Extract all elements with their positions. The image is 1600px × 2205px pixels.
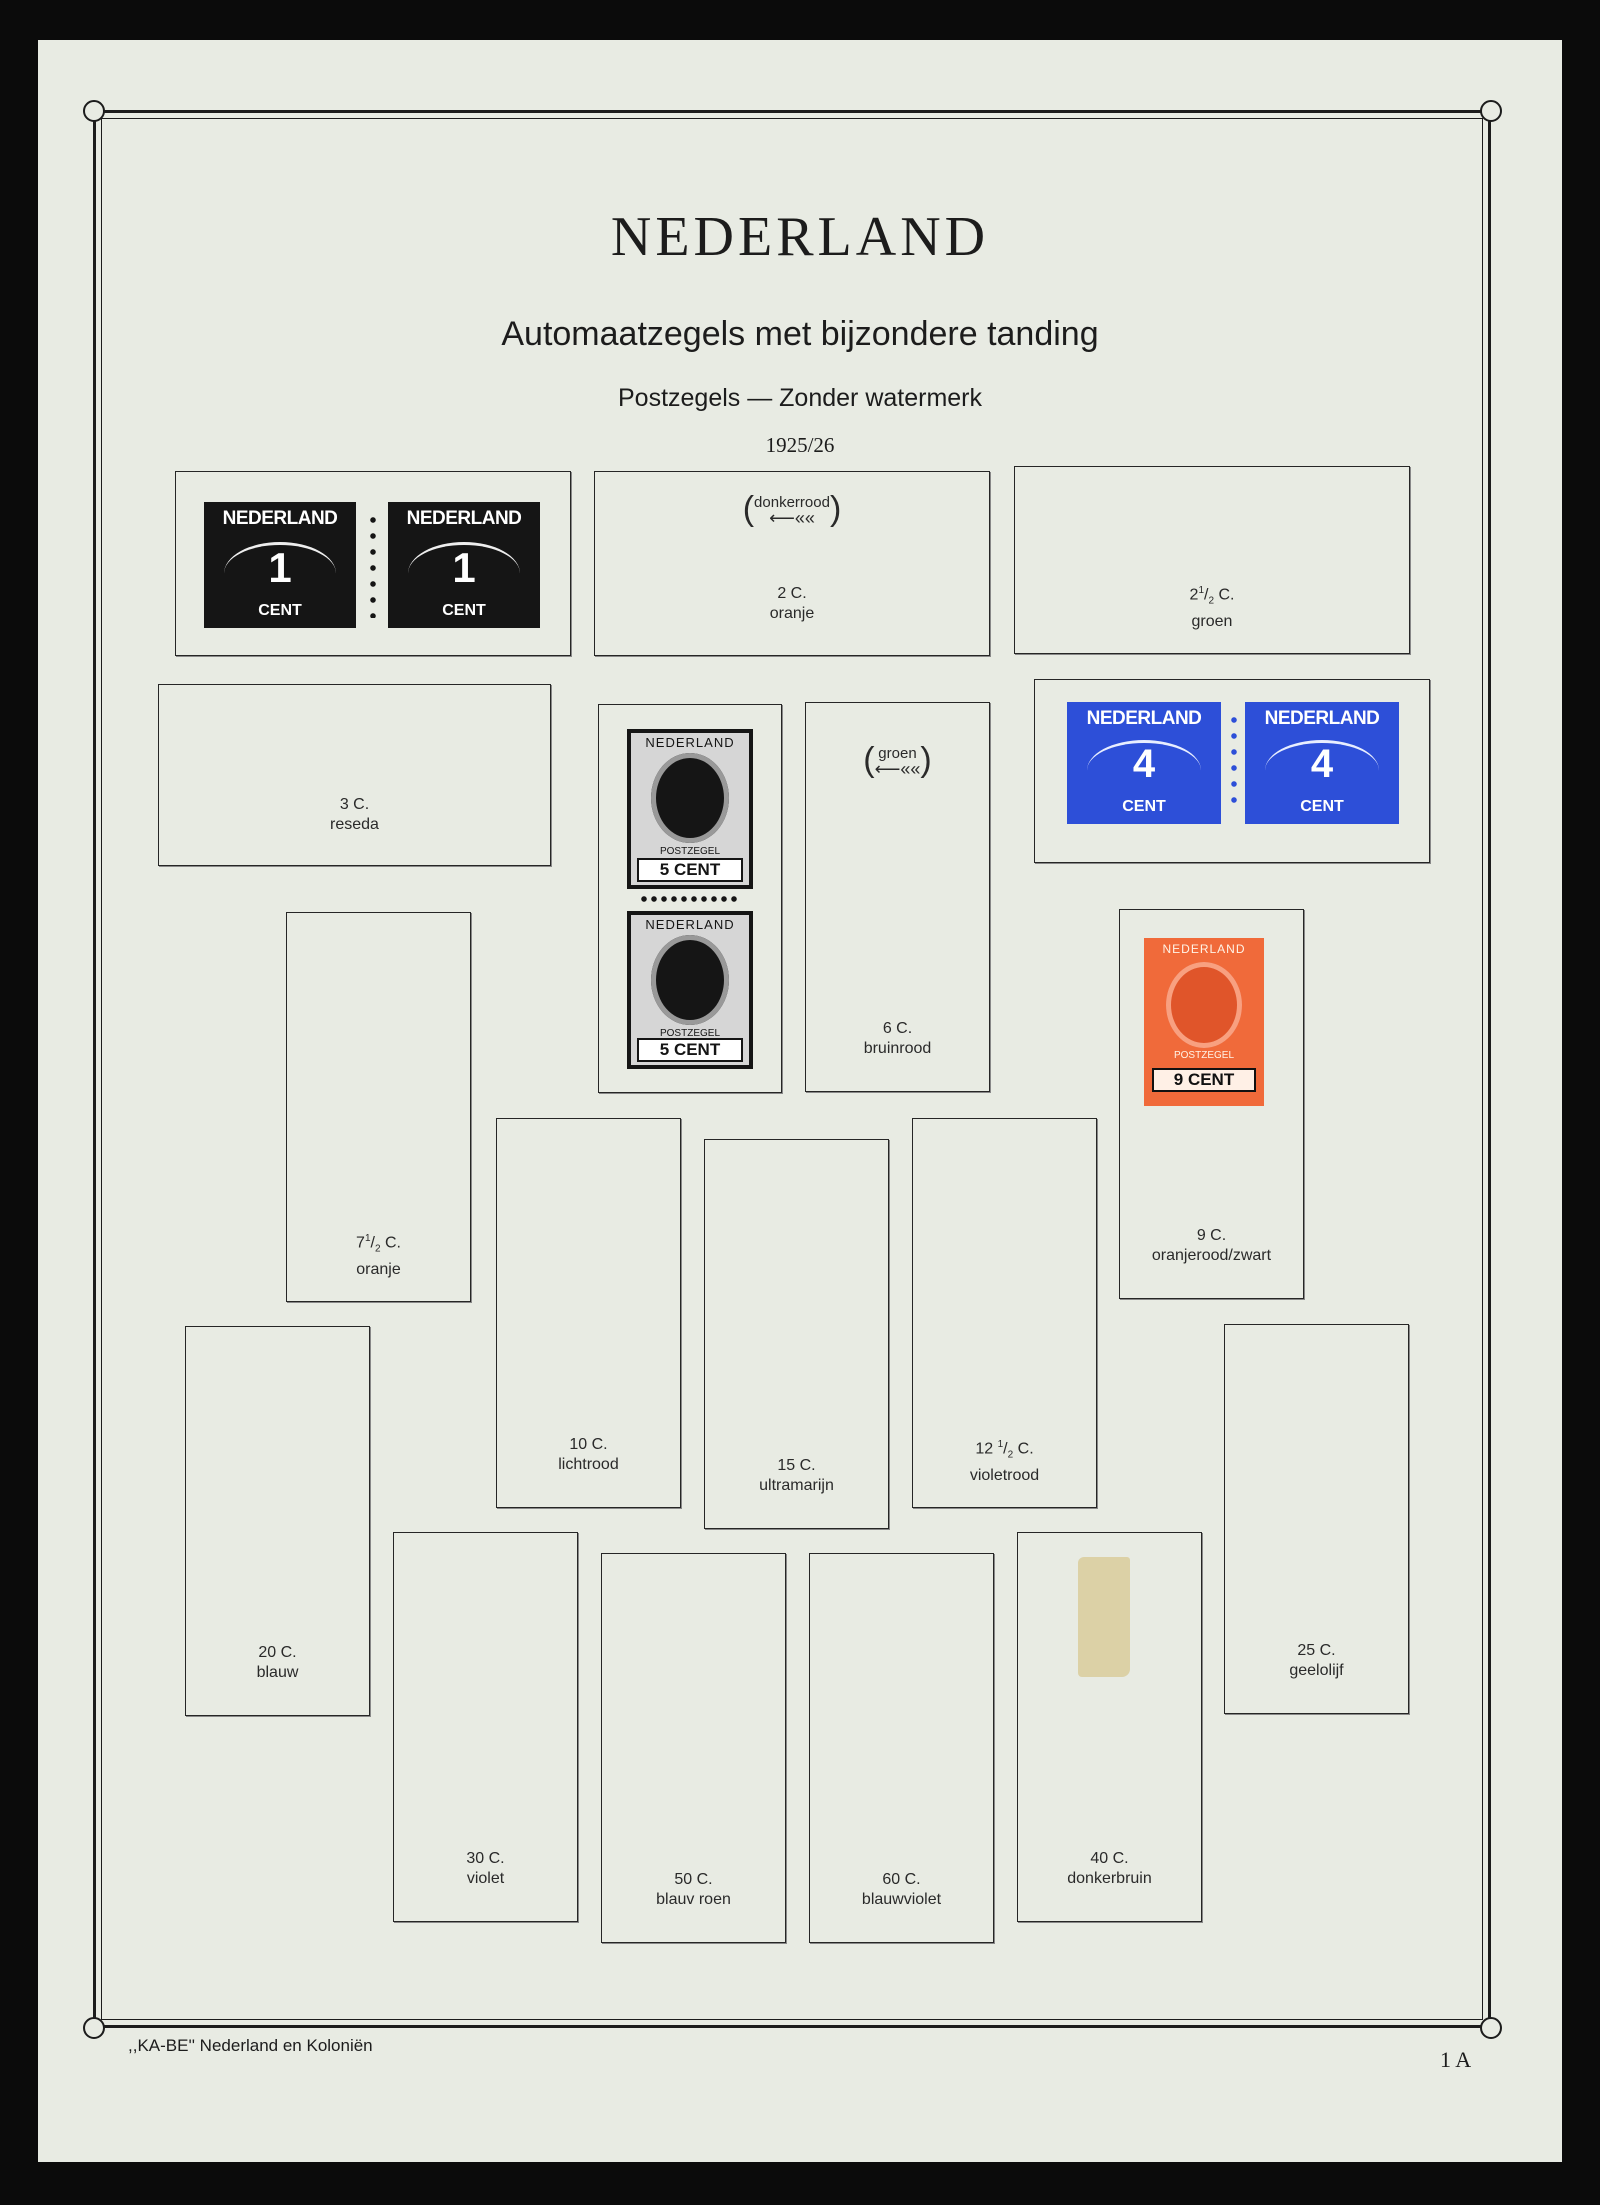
slot-value: 2 C. [777, 585, 807, 602]
stamp-slot-20c[interactable]: 20 C. blauw [185, 1326, 370, 1716]
queen-portrait-icon [651, 935, 729, 1025]
stamp-hinge-remnant [1078, 1557, 1130, 1677]
slot-value: 21/2 C. [1189, 585, 1235, 607]
slot-value: 50 C. [674, 1871, 713, 1888]
slot-value: 3 C. [339, 796, 370, 813]
slot-value: 15 C. [777, 1457, 816, 1474]
slot-value: 6 C. [882, 1020, 913, 1037]
stamp-slot-30c[interactable]: 30 C. violet [393, 1532, 578, 1922]
stamp-9-cent: NEDERLAND POSTZEGEL 9 CENT [1144, 938, 1264, 1106]
arrow-icon: ⟵«« [874, 759, 921, 779]
border-corner-ornament [1480, 100, 1502, 122]
dove-emblem-icon [408, 542, 520, 605]
stamp-slot-6c[interactable]: (groen⟵««) 6 C.bruinrood [805, 702, 990, 1092]
section-subtitle: Postzegels — Zonder watermerk [617, 384, 983, 412]
stamp-slot-5c[interactable]: NEDERLAND POSTZEGEL 5 CENT NEDERLAND POS… [598, 704, 782, 1093]
slot-value: 12 1/2 C. [975, 1439, 1034, 1461]
issue-year: 1925/26 [765, 433, 835, 457]
slot-value: 25 C. [1297, 1642, 1336, 1659]
dove-emblem-icon [1087, 740, 1201, 801]
border-corner-ornament [83, 2017, 105, 2039]
slot-note: groen [878, 745, 917, 762]
stamp-slot-25c[interactable]: 25 C. geelolijf [1224, 1324, 1409, 1714]
page-title: NEDERLAND [610, 206, 990, 268]
queen-portrait-icon [1166, 962, 1242, 1048]
dove-emblem-icon [1265, 740, 1379, 801]
album-footer: ,,KA-BE'' Nederland en Koloniën [128, 2036, 373, 2055]
slot-color: ultramarijn [759, 1477, 834, 1494]
slot-color: geelolijf [1289, 1662, 1344, 1679]
slot-value: 9 C. [1196, 1227, 1227, 1244]
arrow-icon: ⟵«« [769, 508, 815, 528]
dove-emblem-icon [224, 542, 336, 605]
album-page [38, 40, 1562, 2162]
slot-color: blauw [256, 1664, 299, 1681]
stamp-slot-60c[interactable]: 60 C. blauwviolet [809, 1553, 994, 1943]
stamp-slot-12-5c[interactable]: 12 1/2 C. violetrood [912, 1118, 1097, 1508]
stamp-slot-3c[interactable]: 3 C. reseda [158, 684, 551, 866]
stamp-slot-10c[interactable]: 10 C. lichtrood [496, 1118, 681, 1508]
slot-color: oranje [769, 605, 815, 622]
stamp-4-cent: NEDERLAND 4 CENT [1067, 702, 1221, 824]
stamp-slot-50c[interactable]: 50 C. blauv roen [601, 1553, 786, 1943]
slot-value: 10 C. [569, 1436, 608, 1453]
stamp-slot-9c[interactable]: NEDERLAND POSTZEGEL 9 CENT 9 C. oranjeroo… [1119, 909, 1304, 1299]
border-corner-ornament [1480, 2017, 1502, 2039]
slot-color: oranjerood/zwart [1151, 1247, 1272, 1264]
slot-color: oranje [356, 1260, 401, 1278]
perforation-holes [639, 895, 739, 903]
slot-value: 30 C. [466, 1850, 505, 1867]
slot-value: 71/2 C. [356, 1233, 401, 1255]
stamp-slot-1c[interactable]: NEDERLAND 1 CENT NEDERLAND 1 CENT [175, 471, 571, 656]
page-border [93, 110, 1491, 2028]
page-number: 1 A [1440, 2047, 1472, 2072]
slot-color: violetrood [969, 1466, 1040, 1484]
stamp-1-cent: NEDERLAND 1 CENT [204, 502, 356, 628]
stamp-5-cent: NEDERLAND POSTZEGEL 5 CENT [627, 911, 753, 1069]
stamp-5-cent: NEDERLAND POSTZEGEL 5 CENT [627, 729, 753, 889]
slot-color: bruinrood [863, 1040, 932, 1057]
slot-value: 20 C. [258, 1644, 297, 1661]
slot-note: donkerrood [754, 494, 830, 511]
stamp-slot-40c[interactable]: 40 C. donkerbruin [1017, 1532, 1202, 1922]
stamp-slot-15c[interactable]: 15 C. ultramarijn [704, 1139, 889, 1529]
slot-color: donkerbruin [1067, 1870, 1152, 1887]
stamp-4-cent: NEDERLAND 4 CENT [1245, 702, 1399, 824]
border-corner-ornament [83, 100, 105, 122]
perforation-holes [370, 512, 376, 618]
perforation-holes [1231, 712, 1237, 812]
page-subtitle: Automaatzegels met bijzondere tanding [501, 315, 1099, 353]
slot-color: violet [466, 1870, 505, 1887]
stamp-slot-2-5c[interactable]: 21/2 C. groen [1014, 466, 1410, 654]
slot-value: 40 C. [1090, 1850, 1129, 1867]
slot-color: blauv roen [656, 1891, 731, 1908]
stamp-slot-4c[interactable]: NEDERLAND 4 CENT NEDERLAND 4 CENT [1034, 679, 1430, 863]
stamp-1-cent: NEDERLAND 1 CENT [388, 502, 540, 628]
slot-value: 60 C. [882, 1871, 921, 1888]
stamp-slot-2c[interactable]: (donkerrood⟵««) 2 C.oranje [594, 471, 990, 656]
stamp-slot-7-5c[interactable]: 71/2 C. oranje [286, 912, 471, 1302]
queen-portrait-icon [651, 753, 729, 843]
slot-color: lichtrood [558, 1456, 619, 1473]
slot-color: reseda [330, 816, 379, 833]
slot-color: blauwviolet [861, 1891, 942, 1908]
slot-color: groen [1191, 612, 1233, 630]
